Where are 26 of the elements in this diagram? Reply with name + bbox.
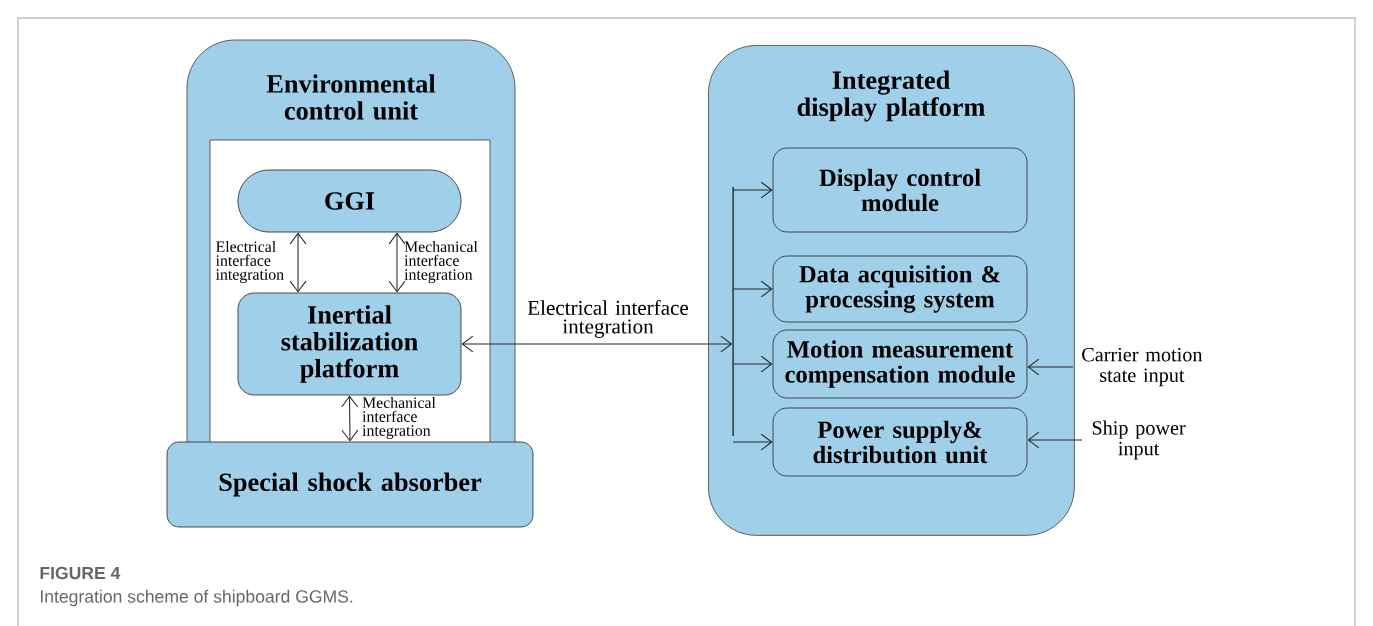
module-box: Inertial stabilization platform	[237, 292, 462, 396]
arrow	[732, 433, 773, 451]
arrow	[388, 232, 406, 293]
arrow	[289, 232, 307, 293]
arrow	[732, 181, 773, 199]
module-box: Power supply& distribution unit	[772, 407, 1028, 477]
module-box: GGI	[237, 169, 462, 233]
module-box: Display control module	[772, 147, 1028, 233]
arrow	[461, 335, 733, 353]
figure-number: FIGURE 4	[40, 566, 121, 580]
junction-line	[732, 186, 734, 437]
edge-label: Electrical interface integration	[215, 240, 284, 284]
arrow	[1027, 358, 1074, 376]
input-label: Carrier motion state input	[1082, 347, 1203, 387]
caption: Integration scheme of shipboard GGMS.	[41, 589, 353, 607]
module-box: Special shock absorber	[166, 441, 534, 528]
arrow	[732, 355, 773, 373]
input-label: Ship power input	[1092, 420, 1186, 460]
arrow	[732, 280, 773, 298]
edge-label: Mechanical interface integration	[404, 240, 478, 284]
arrow	[341, 395, 359, 442]
module-box: Motion measurement compensation module	[772, 329, 1028, 399]
arrow	[1027, 431, 1083, 449]
edge-label: Mechanical interface integration	[362, 396, 436, 440]
module-box: Data acquisition & processing system	[772, 255, 1028, 323]
edge-label: Electrical interface integration	[527, 299, 689, 338]
